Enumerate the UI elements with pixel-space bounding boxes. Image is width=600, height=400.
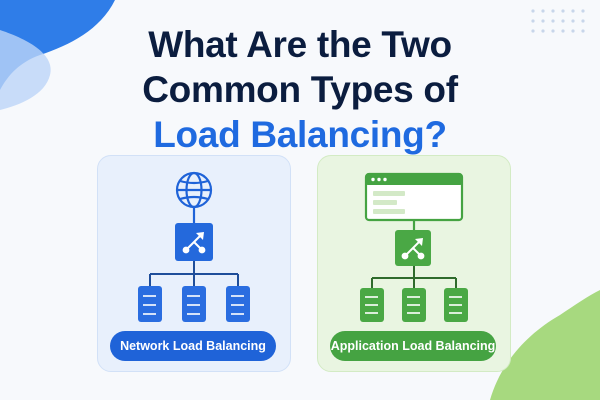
browser-window-icon bbox=[364, 172, 464, 222]
globe-icon bbox=[175, 171, 213, 209]
server-icon bbox=[182, 286, 206, 322]
network-load-balancing-label: Network Load Balancing bbox=[110, 331, 276, 361]
load-balancer-icon bbox=[175, 223, 213, 261]
network-diagram bbox=[138, 171, 250, 322]
network-load-balancing-card: Network Load Balancing bbox=[97, 155, 291, 372]
server-icon bbox=[402, 288, 426, 322]
load-balancer-icon bbox=[395, 230, 431, 266]
application-load-balancing-card: Application Load Balancing bbox=[317, 155, 511, 372]
server-icon bbox=[226, 286, 250, 322]
server-icon bbox=[138, 286, 162, 322]
application-diagram bbox=[360, 172, 468, 322]
branch-lines bbox=[371, 266, 457, 288]
server-icon bbox=[444, 288, 468, 322]
application-load-balancing-label: Application Load Balancing bbox=[330, 331, 496, 361]
title-line-3: Load Balancing? bbox=[153, 114, 447, 155]
page-title: What Are the Two Common Types of Load Ba… bbox=[0, 22, 600, 157]
server-icon bbox=[360, 288, 384, 322]
title-line-1: What Are the Two bbox=[148, 24, 452, 65]
title-line-2: Common Types of bbox=[142, 69, 458, 110]
branch-lines bbox=[149, 261, 239, 286]
